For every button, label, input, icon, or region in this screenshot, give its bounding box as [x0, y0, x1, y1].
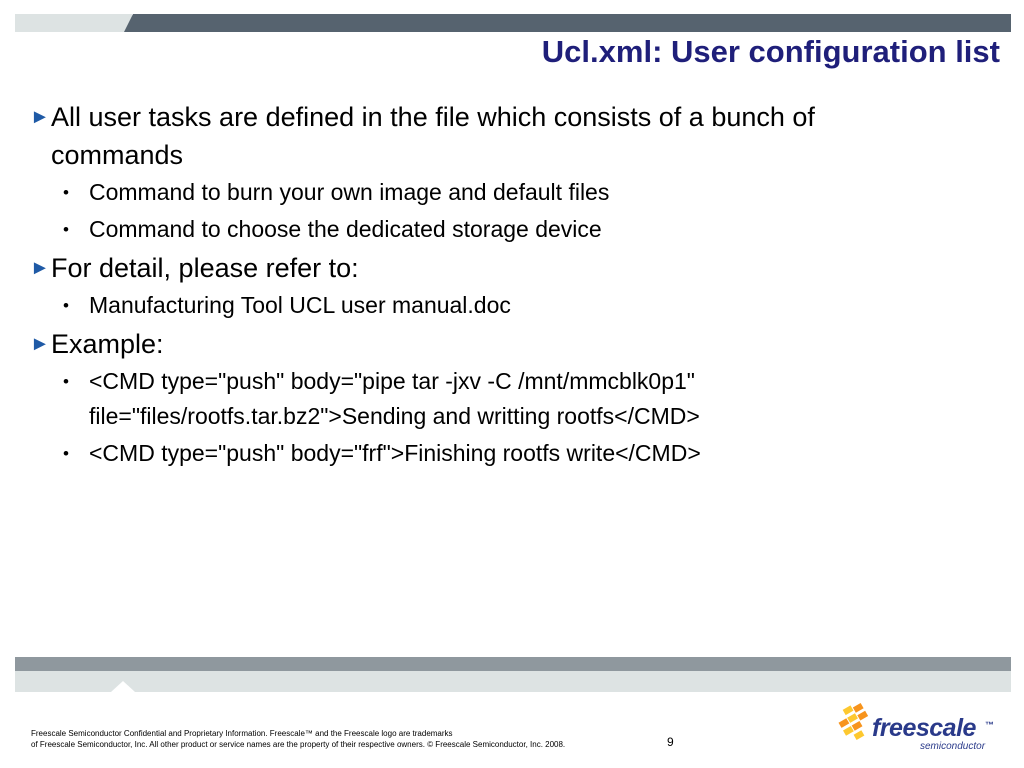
legal-notice: Freescale Semiconductor Confidential and… [31, 728, 565, 750]
dot-bullet-icon: • [63, 183, 69, 202]
slide-content: ► All user tasks are defined in the file… [30, 98, 990, 473]
sub-bullet-text: Command to choose the dedicated storage … [89, 216, 602, 242]
bullet-1-line-2: commands [51, 140, 184, 170]
sub-bullet-text: Manufacturing Tool UCL user manual.doc [89, 292, 511, 318]
bullet-3: ► Example: [30, 325, 990, 363]
bullet-1: ► All user tasks are defined in the file… [30, 98, 990, 174]
sub-bullet-text-line-2: file="files/rootfs.tar.bz2">Sending and … [89, 403, 700, 429]
footer-notch [111, 681, 135, 692]
legal-line-2: of Freescale Semiconductor, Inc. All oth… [31, 740, 566, 749]
bullet-2-sub-1: • Manufacturing Tool UCL user manual.doc [30, 288, 990, 323]
header-bar-dark [124, 14, 1011, 32]
dot-bullet-icon: • [63, 220, 69, 239]
footer-bar-light [15, 671, 1011, 692]
bullet-1-sub-1: • Command to burn your own image and def… [30, 175, 990, 210]
footer-bar-dark [15, 657, 1011, 671]
sub-bullet-text-line-1: <CMD type="push" body="pipe tar -jxv -C … [89, 368, 695, 394]
triangle-bullet-icon: ► [30, 257, 50, 279]
logo-wordmark: freescale [872, 714, 976, 742]
bullet-2-text: For detail, please refer to: [51, 253, 359, 283]
logo-trademark: ™ [985, 720, 994, 730]
bullet-1-line-1: All user tasks are defined in the file w… [51, 102, 815, 132]
logo-subtitle: semiconductor [920, 741, 986, 752]
freescale-logo: freescale ™ semiconductor [836, 703, 996, 753]
bullet-3-sub-2: • <CMD type="push" body="frf">Finishing … [30, 436, 990, 471]
dot-bullet-icon: • [63, 296, 69, 315]
bullet-3-text: Example: [51, 329, 164, 359]
sub-bullet-text: <CMD type="push" body="frf">Finishing ro… [89, 440, 701, 466]
bullet-3-sub-1: • <CMD type="push" body="pipe tar -jxv -… [30, 364, 990, 434]
dot-bullet-icon: • [63, 444, 69, 463]
page-number: 9 [667, 735, 674, 749]
sub-bullet-text: Command to burn your own image and defau… [89, 179, 610, 205]
freescale-logo-icon [838, 703, 869, 740]
header-bar-light [15, 14, 132, 32]
bullet-2: ► For detail, please refer to: [30, 249, 990, 287]
dot-bullet-icon: • [63, 372, 69, 391]
legal-line-1: Freescale Semiconductor Confidential and… [31, 729, 453, 738]
slide-title: Ucl.xml: User configuration list [541, 34, 1000, 69]
bullet-1-sub-2: • Command to choose the dedicated storag… [30, 212, 990, 247]
triangle-bullet-icon: ► [30, 333, 50, 355]
triangle-bullet-icon: ► [30, 106, 50, 128]
